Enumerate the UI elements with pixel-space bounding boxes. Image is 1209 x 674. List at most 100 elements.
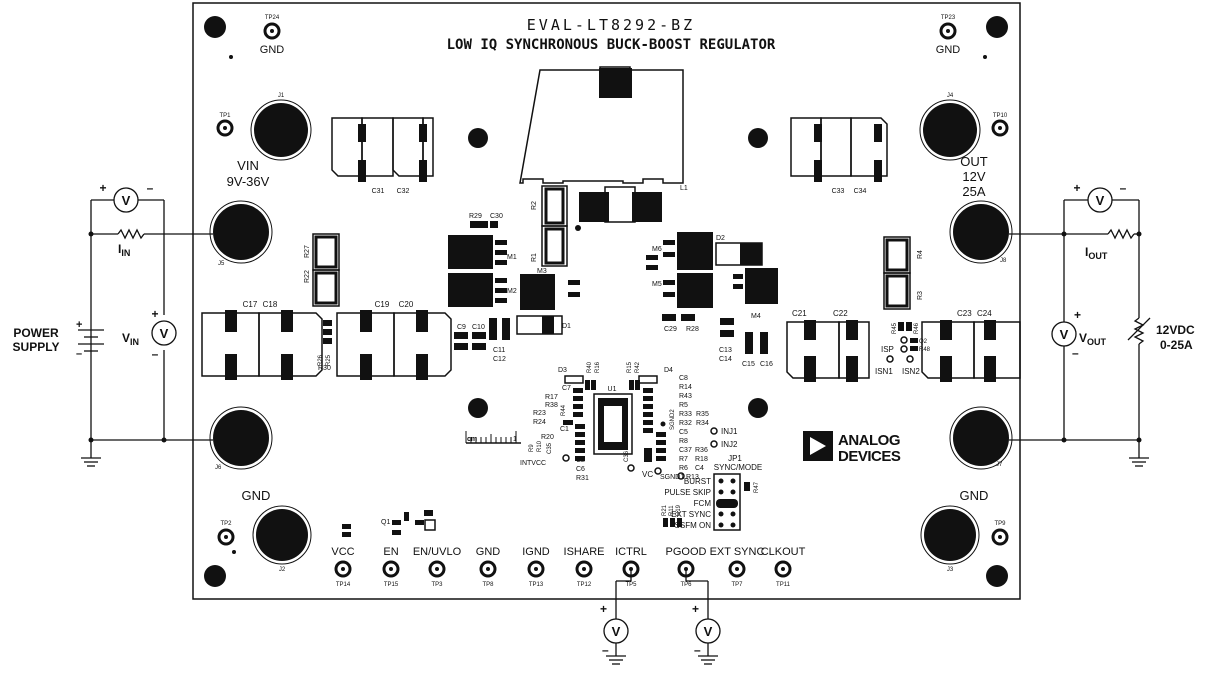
- connector-j2[interactable]: J2: [252, 505, 312, 573]
- connector-j7[interactable]: J7: [949, 406, 1013, 470]
- c8-label: C8: [679, 375, 688, 382]
- load-line1: 12VDC: [1156, 323, 1195, 337]
- c22-label: C22: [833, 309, 848, 318]
- m1-label: M1: [507, 254, 517, 261]
- m4-label: M4: [751, 313, 761, 320]
- tp-pin: [435, 567, 439, 571]
- r1-label: R1: [531, 253, 538, 262]
- r31-label: R31: [576, 475, 589, 482]
- tp1[interactable]: TP1: [216, 113, 234, 137]
- tp-label: EXT SYNC: [710, 546, 765, 558]
- isn2-label: ISN2: [902, 367, 920, 376]
- out-voltage: 12V: [962, 169, 985, 184]
- r35-label: R35: [696, 411, 709, 418]
- inj1-label: INJ1: [721, 427, 738, 436]
- tp-label: IGND: [522, 546, 550, 558]
- r40-label: R40: [587, 361, 593, 373]
- r6-label: R6: [679, 465, 688, 472]
- tp-id: TP3: [431, 582, 443, 588]
- tp23-id: TP23: [941, 15, 956, 21]
- l1-label: L1: [680, 185, 688, 192]
- caps-c9-c12: C9 C10 C11 C12: [454, 318, 510, 363]
- vout-meter-symbol: V: [1096, 193, 1105, 208]
- j5-label: J5: [218, 261, 225, 267]
- connector-j5[interactable]: J5: [209, 200, 273, 267]
- m2-label: M2: [507, 288, 517, 295]
- connector-j8[interactable]: J8: [949, 200, 1013, 264]
- c1-label: C1: [560, 426, 569, 433]
- external-left-nodes: [88, 231, 167, 443]
- u1-label: U1: [608, 386, 617, 393]
- connector-j3[interactable]: J3: [920, 505, 980, 573]
- tp-id: TP6: [680, 582, 692, 588]
- vout-meter2-symbol: V: [1060, 327, 1069, 342]
- r15-label: R15: [627, 361, 633, 373]
- tp24-id: TP24: [265, 15, 280, 21]
- vin-meter2-minus: –: [152, 347, 159, 361]
- r18-label: R18: [695, 456, 708, 463]
- power-supply-line2: SUPPLY: [13, 340, 60, 354]
- r20-label: R20: [541, 434, 554, 441]
- inj2-label: INJ2: [721, 440, 738, 449]
- external-left-labels: V + – V + – IIN VIN POWER SUPPLY + –: [13, 181, 169, 361]
- external-left-circuit: [78, 187, 213, 467]
- tp23[interactable]: TP23 GND: [936, 15, 961, 56]
- tp10[interactable]: TP10: [991, 113, 1009, 137]
- tp1-id: TP1: [219, 113, 231, 119]
- tp2[interactable]: TP2: [217, 521, 235, 546]
- d4-label: D4: [664, 367, 673, 374]
- d3-label: D3: [558, 367, 567, 374]
- tp9[interactable]: TP9: [991, 521, 1009, 546]
- jumper-jp1[interactable]: JP1 SYNC/MODE BURST PULSE SKIP FCM EXT S…: [662, 454, 762, 531]
- vout-meter-label: VOUT: [1079, 331, 1107, 347]
- j2-label: J2: [279, 567, 286, 573]
- q1-q2-area: Q1: [342, 510, 436, 537]
- c13-label: C13: [719, 347, 732, 354]
- r11-label: R11: [669, 505, 675, 516]
- tp-label: EN: [383, 546, 398, 558]
- r13-label: R46: [914, 322, 920, 334]
- ruler: cm 1: [465, 431, 521, 444]
- connector-j6[interactable]: J6: [209, 406, 273, 471]
- connector-j1[interactable]: J1: [250, 93, 312, 161]
- r43-label: R43: [679, 393, 692, 400]
- load-line2: 0-25A: [1160, 338, 1193, 352]
- c35-label: C35: [547, 442, 553, 454]
- jp1-mode-ssfm-on: SSFM ON: [675, 521, 712, 530]
- ictrl-meter-minus: –: [602, 643, 609, 657]
- d1-label: D1: [562, 323, 571, 330]
- c12-label: C12: [493, 356, 506, 363]
- c9-label: C9: [457, 324, 466, 331]
- r2-label: R2: [531, 201, 538, 210]
- c7-label: C7: [562, 385, 571, 392]
- tp-pin: [341, 567, 345, 571]
- tp24[interactable]: TP24 GND: [260, 15, 285, 56]
- jp1-mode-burst: BURST: [684, 477, 711, 486]
- r9-label: R9: [529, 444, 535, 452]
- c26-label: R13: [686, 474, 699, 481]
- vin-meter-symbol: V: [122, 193, 131, 208]
- j3-label: J3: [947, 567, 954, 573]
- c34-label: C34: [854, 188, 867, 195]
- r5-label: R5: [679, 402, 688, 409]
- external-bottom-labels: V V + – + –: [600, 602, 713, 657]
- c30-label: C30: [490, 213, 503, 220]
- r17-label: R17: [545, 394, 558, 401]
- m6-label: M6: [652, 246, 662, 253]
- r25-label: R25: [326, 354, 332, 366]
- logo-line1: ANALOG: [838, 432, 900, 449]
- r44-label: R48: [919, 347, 931, 353]
- c25-label: Q2: [919, 339, 928, 345]
- r8-label: R8: [679, 438, 688, 445]
- connector-j4[interactable]: J4: [919, 93, 981, 161]
